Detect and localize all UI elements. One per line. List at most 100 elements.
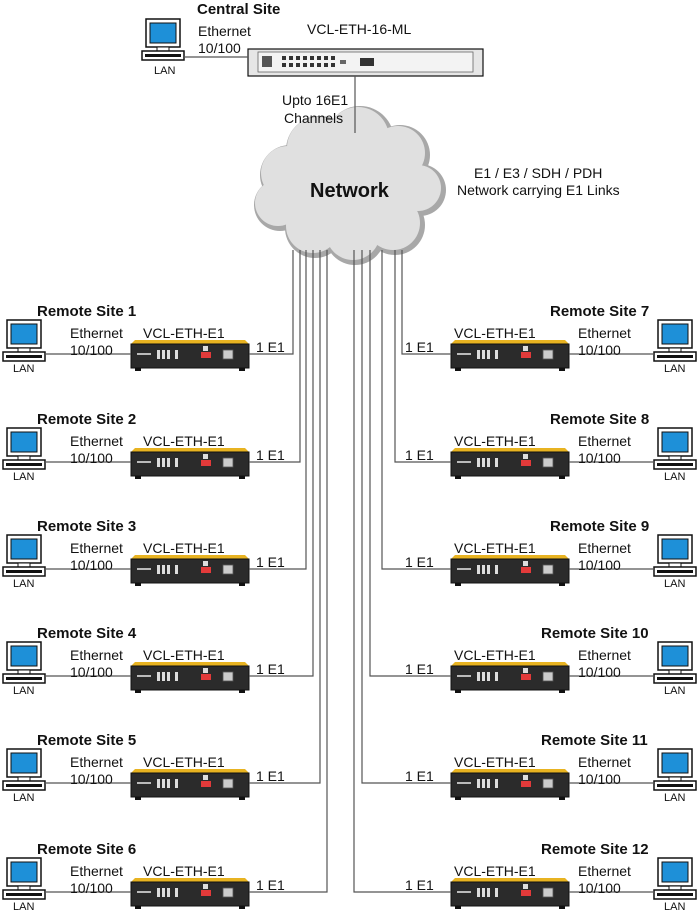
remote-site-title: Remote Site 12 bbox=[541, 841, 649, 858]
remote-ethernet-label: Ethernet bbox=[578, 863, 631, 879]
central-lan-label: LAN bbox=[154, 65, 176, 77]
remote-device-label: VCL-ETH-E1 bbox=[143, 863, 225, 879]
remote-ethernet-label: Ethernet bbox=[578, 754, 631, 770]
remote-ethernet-speed: 10/100 bbox=[578, 880, 621, 896]
e1-link-7 bbox=[401, 250, 451, 355]
remote-device-label: VCL-ETH-E1 bbox=[454, 540, 536, 556]
e1-link-9 bbox=[381, 250, 451, 570]
remote-lan-label: LAN bbox=[664, 363, 686, 375]
remote-lan-label: LAN bbox=[664, 901, 686, 913]
remote-ethernet-speed: 10/100 bbox=[578, 557, 621, 573]
remote-lan-label: LAN bbox=[13, 471, 35, 483]
remote-device-6 bbox=[130, 878, 250, 909]
remote-ethernet-speed: 10/100 bbox=[578, 771, 621, 787]
channels-label-line2: Channels bbox=[284, 110, 344, 126]
e1-link-11 bbox=[361, 250, 451, 784]
remote-site-title: Remote Site 8 bbox=[550, 411, 650, 428]
remote-ethernet-speed: 10/100 bbox=[70, 557, 113, 573]
remote-e1-label: 1 E1 bbox=[405, 768, 434, 784]
remote-e1-label: 1 E1 bbox=[256, 554, 285, 570]
e1-link-1 bbox=[249, 250, 294, 355]
remote-lan-label: LAN bbox=[13, 363, 35, 375]
remote-lan-label: LAN bbox=[13, 578, 35, 590]
remote-site-title: Remote Site 10 bbox=[541, 625, 649, 642]
remote-e1-label: 1 E1 bbox=[256, 877, 285, 893]
remote-ethernet-label: Ethernet bbox=[578, 433, 631, 449]
remote-ethernet-speed: 10/100 bbox=[70, 342, 113, 358]
remote-computer-icon-5 bbox=[2, 748, 46, 791]
remote-lan-label: LAN bbox=[13, 901, 35, 913]
remote-ethernet-speed: 10/100 bbox=[578, 450, 621, 466]
remote-lan-label: LAN bbox=[13, 685, 35, 697]
remote-device-1 bbox=[130, 340, 250, 371]
remote-device-label: VCL-ETH-E1 bbox=[143, 540, 225, 556]
remote-ethernet-label: Ethernet bbox=[70, 647, 123, 663]
remote-device-label: VCL-ETH-E1 bbox=[454, 863, 536, 879]
remote-site-title: Remote Site 2 bbox=[37, 411, 137, 428]
e1-link-12 bbox=[353, 250, 451, 893]
remote-device-12 bbox=[450, 878, 570, 909]
remote-lan-label: LAN bbox=[664, 685, 686, 697]
remote-site-title: Remote Site 11 bbox=[541, 732, 648, 749]
remote-device-label: VCL-ETH-E1 bbox=[454, 325, 536, 341]
remote-site-title: Remote Site 3 bbox=[37, 518, 137, 535]
remote-device-label: VCL-ETH-E1 bbox=[454, 433, 536, 449]
remote-ethernet-label: Ethernet bbox=[578, 325, 631, 341]
remote-device-label: VCL-ETH-E1 bbox=[143, 433, 225, 449]
remote-device-2 bbox=[130, 448, 250, 479]
central-rack-device bbox=[247, 48, 484, 77]
remote-ethernet-speed: 10/100 bbox=[70, 771, 113, 787]
remote-computer-icon-4 bbox=[2, 641, 46, 684]
remote-site-title: Remote Site 1 bbox=[37, 303, 137, 320]
remote-ethernet-label: Ethernet bbox=[70, 863, 123, 879]
network-label: Network bbox=[310, 180, 389, 202]
e1-link-5 bbox=[249, 250, 321, 784]
remote-device-label: VCL-ETH-E1 bbox=[143, 754, 225, 770]
central-device-label: VCL-ETH-16-ML bbox=[307, 21, 412, 37]
network-desc-line1: E1 / E3 / SDH / PDH bbox=[474, 165, 603, 181]
remote-computer-icon-1 bbox=[2, 319, 46, 362]
remote-device-5 bbox=[130, 769, 250, 800]
remote-device-11 bbox=[450, 769, 570, 800]
remote-device-10 bbox=[450, 662, 570, 693]
remote-computer-icon-6 bbox=[2, 857, 46, 900]
remote-device-label: VCL-ETH-E1 bbox=[143, 647, 225, 663]
remote-computer-icon-2 bbox=[2, 427, 46, 470]
remote-e1-label: 1 E1 bbox=[405, 661, 434, 677]
remote-site-title: Remote Site 4 bbox=[37, 625, 137, 642]
remote-ethernet-label: Ethernet bbox=[70, 433, 123, 449]
remote-device-label: VCL-ETH-E1 bbox=[143, 325, 225, 341]
remote-computer-icon-10 bbox=[653, 641, 697, 684]
remote-ethernet-label: Ethernet bbox=[70, 540, 123, 556]
remote-e1-label: 1 E1 bbox=[405, 447, 434, 463]
e1-link-3 bbox=[249, 250, 307, 570]
remote-computer-icon-9 bbox=[653, 534, 697, 577]
remote-e1-label: 1 E1 bbox=[256, 768, 285, 784]
remote-device-7 bbox=[450, 340, 570, 371]
remote-e1-label: 1 E1 bbox=[405, 339, 434, 355]
remote-ethernet-speed: 10/100 bbox=[70, 664, 113, 680]
e1-link-6 bbox=[249, 250, 328, 893]
remote-lan-label: LAN bbox=[664, 471, 686, 483]
remote-ethernet-label: Ethernet bbox=[578, 540, 631, 556]
remote-ethernet-speed: 10/100 bbox=[70, 880, 113, 896]
remote-e1-label: 1 E1 bbox=[405, 877, 434, 893]
remote-e1-label: 1 E1 bbox=[405, 554, 434, 570]
remote-ethernet-label: Ethernet bbox=[70, 754, 123, 770]
central-site-title: Central Site bbox=[197, 1, 281, 18]
channels-label-line1: Upto 16E1 bbox=[282, 92, 349, 108]
remote-site-title: Remote Site 6 bbox=[37, 841, 137, 858]
remote-computer-icon-3 bbox=[2, 534, 46, 577]
remote-site-title: Remote Site 5 bbox=[37, 732, 137, 749]
remote-site-title: Remote Site 7 bbox=[550, 303, 650, 320]
remote-lan-label: LAN bbox=[664, 578, 686, 590]
central-computer-icon bbox=[141, 18, 185, 61]
remote-e1-label: 1 E1 bbox=[256, 661, 285, 677]
remote-ethernet-speed: 10/100 bbox=[578, 342, 621, 358]
remote-e1-label: 1 E1 bbox=[256, 447, 285, 463]
e1-link-10 bbox=[369, 250, 451, 677]
remote-device-8 bbox=[450, 448, 570, 479]
remote-computer-icon-7 bbox=[653, 319, 697, 362]
